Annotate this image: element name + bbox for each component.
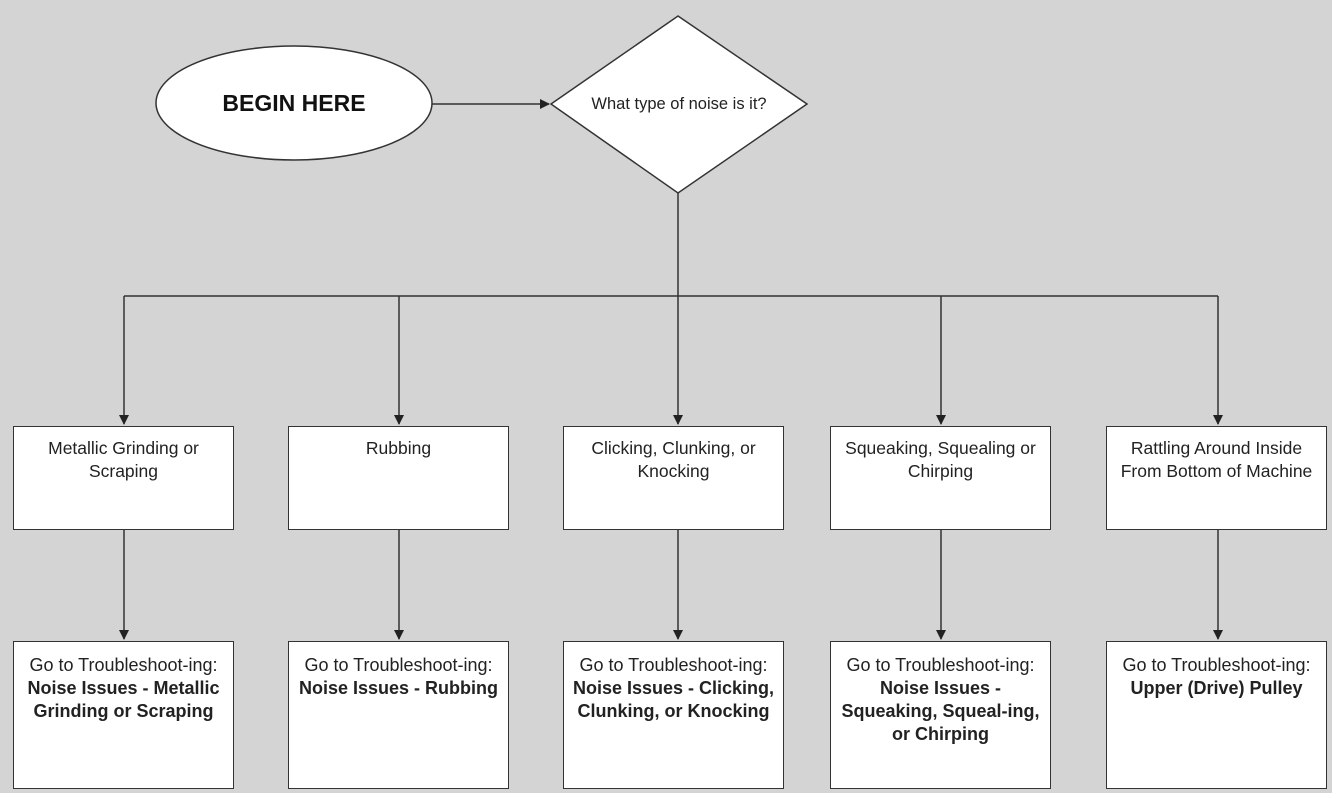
- action-prefix: Go to Troubleshoot-ing:: [579, 655, 768, 675]
- noise-type-label: Squeaking, Squealing or Chirping: [845, 438, 1036, 481]
- decision-node-label: What type of noise is it?: [591, 95, 767, 113]
- action-prefix: Go to Troubleshoot-ing:: [29, 655, 218, 675]
- action-target: Upper (Drive) Pulley: [1130, 678, 1303, 698]
- action-box-rattling: Go to Troubleshoot-ing: Upper (Drive) Pu…: [1106, 641, 1327, 789]
- noise-type-box-rattling: Rattling Around Inside From Bottom of Ma…: [1106, 426, 1327, 530]
- action-target: Noise Issues - Rubbing: [298, 678, 499, 698]
- action-target: Noise Issues - Metallic Grinding or Scra…: [27, 678, 220, 721]
- noise-type-label: Metallic Grinding or Scraping: [48, 438, 199, 481]
- noise-type-label: Clicking, Clunking, or Knocking: [591, 438, 756, 481]
- action-target: Noise Issues - Clicking, Clunking, or Kn…: [572, 678, 775, 721]
- noise-type-label: Rattling Around Inside From Bottom of Ma…: [1120, 438, 1313, 481]
- action-box-rubbing: Go to Troubleshoot-ing: Noise Issues - R…: [288, 641, 509, 789]
- action-prefix: Go to Troubleshoot-ing:: [304, 655, 493, 675]
- start-node-label: BEGIN HERE: [222, 89, 366, 116]
- action-box-clicking: Go to Troubleshoot-ing: Noise Issues - C…: [563, 641, 784, 789]
- noise-type-box-clicking: Clicking, Clunking, or Knocking: [563, 426, 784, 530]
- noise-type-box-squeaking: Squeaking, Squealing or Chirping: [830, 426, 1051, 530]
- noise-type-box-metallic-grinding: Metallic Grinding or Scraping: [13, 426, 234, 530]
- action-box-metallic-grinding: Go to Troubleshoot-ing: Noise Issues - M…: [13, 641, 234, 789]
- action-prefix: Go to Troubleshoot-ing:: [846, 655, 1035, 675]
- action-box-squeaking: Go to Troubleshoot-ing: Noise Issues - S…: [830, 641, 1051, 789]
- noise-type-box-rubbing: Rubbing: [288, 426, 509, 530]
- noise-type-label: Rubbing: [365, 438, 432, 458]
- start-node-shape: [155, 45, 433, 161]
- action-prefix: Go to Troubleshoot-ing:: [1122, 655, 1311, 675]
- action-target: Noise Issues - Squeaking, Squeal-ing, or…: [841, 678, 1040, 744]
